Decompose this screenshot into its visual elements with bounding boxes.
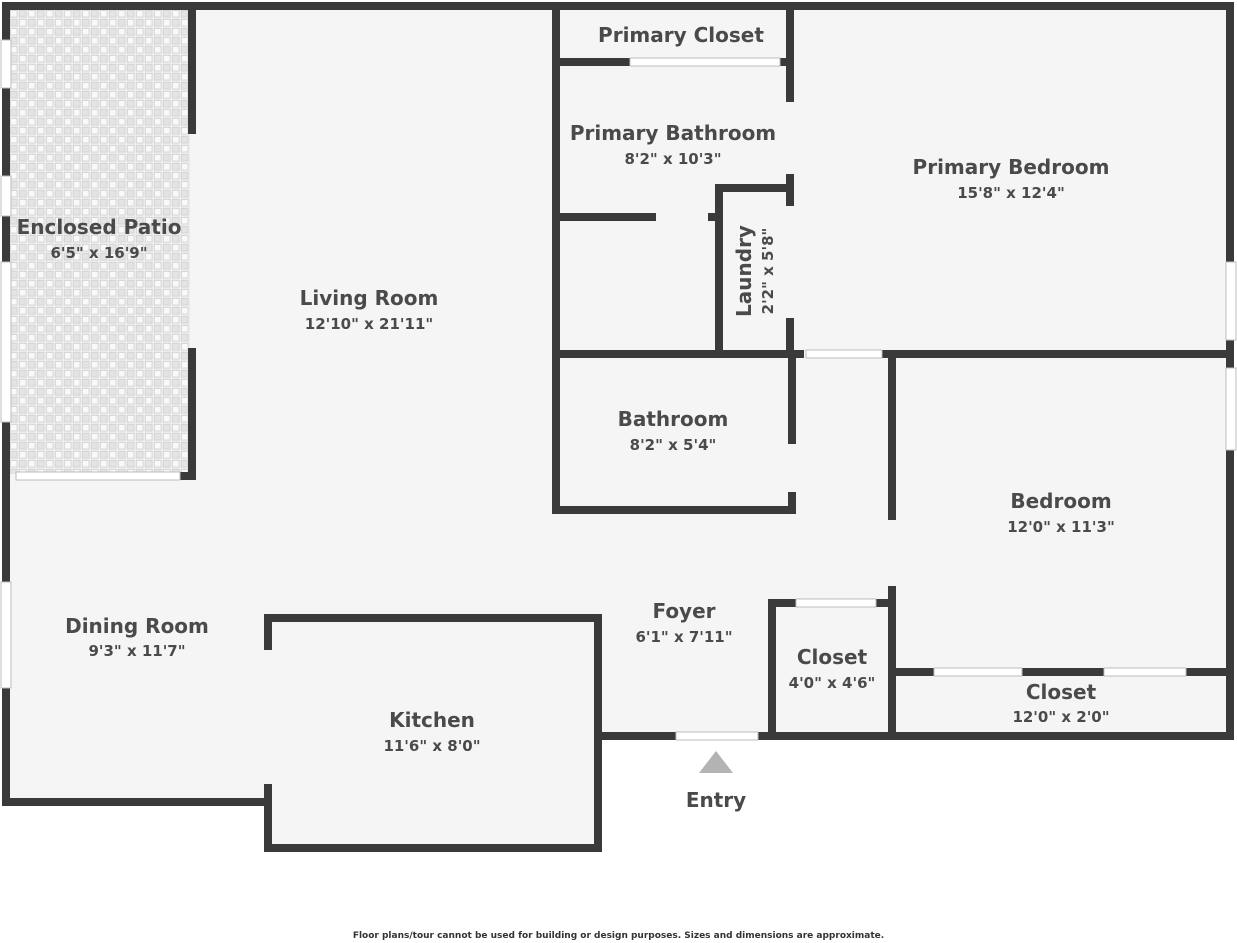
room-name-dining-room: Dining Room [65, 614, 209, 638]
room-labels: Enclosed Patio 6'5" x 16'9" Living Room … [17, 23, 1115, 755]
room-dims-dining-room: 9'3" x 11'7" [88, 642, 185, 660]
floors [6, 6, 1230, 848]
room-dims-primary-bathroom: 8'2" x 10'3" [624, 150, 721, 168]
room-name-foyer: Foyer [652, 599, 715, 623]
room-dims-enclosed-patio: 6'5" x 16'9" [50, 244, 147, 262]
entry-arrow-icon [699, 751, 733, 773]
room-dims-closet-foyer: 4'0" x 4'6" [789, 674, 876, 692]
door-bedroom-closet-1 [933, 667, 1023, 677]
room-name-bedroom: Bedroom [1010, 489, 1111, 513]
door-entry [675, 731, 759, 741]
room-name-closet-bedroom: Closet [1026, 680, 1097, 704]
room-dims-bathroom: 8'2" x 5'4" [630, 436, 717, 454]
room-dims-foyer: 6'1" x 7'11" [635, 628, 732, 646]
room-dims-closet-bedroom: 12'0" x 2'0" [1012, 708, 1109, 726]
room-name-primary-closet: Primary Closet [598, 23, 764, 47]
room-name-closet-foyer: Closet [797, 645, 868, 669]
door-primary-closet [629, 57, 781, 67]
room-name-primary-bedroom: Primary Bedroom [913, 155, 1110, 179]
door-patio [15, 471, 181, 481]
door-primary-bedroom [805, 349, 883, 359]
door-foyer-closet [795, 598, 877, 608]
door-bedroom-closet-2 [1103, 667, 1187, 677]
main-floor [6, 6, 1230, 848]
room-name-enclosed-patio: Enclosed Patio [17, 215, 182, 239]
room-dims-living-room: 12'10" x 21'11" [305, 315, 433, 333]
room-dims-primary-bedroom: 15'8" x 12'4" [957, 184, 1065, 202]
window-bedroom [1225, 367, 1237, 451]
window-patio-1 [0, 39, 12, 89]
window-patio-3 [0, 261, 12, 423]
room-name-laundry: Laundry [732, 225, 756, 317]
room-dims-laundry: 2'2" x 5'8" [759, 228, 777, 315]
room-name-bathroom: Bathroom [618, 407, 729, 431]
entry-label: Entry [686, 788, 746, 812]
window-dining [0, 581, 12, 689]
window-primary-bedroom [1225, 261, 1237, 341]
room-name-living-room: Living Room [300, 286, 439, 310]
walls [2, 2, 1234, 852]
room-dims-kitchen: 11'6" x 8'0" [383, 737, 480, 755]
disclaimer-text: Floor plans/tour cannot be used for buil… [352, 931, 885, 941]
window-patio-2 [0, 175, 12, 217]
room-name-kitchen: Kitchen [389, 708, 475, 732]
room-name-primary-bathroom: Primary Bathroom [570, 121, 776, 145]
patio-floor [10, 10, 190, 474]
room-dims-bedroom: 12'0" x 11'3" [1007, 518, 1115, 536]
openings [0, 39, 1237, 741]
